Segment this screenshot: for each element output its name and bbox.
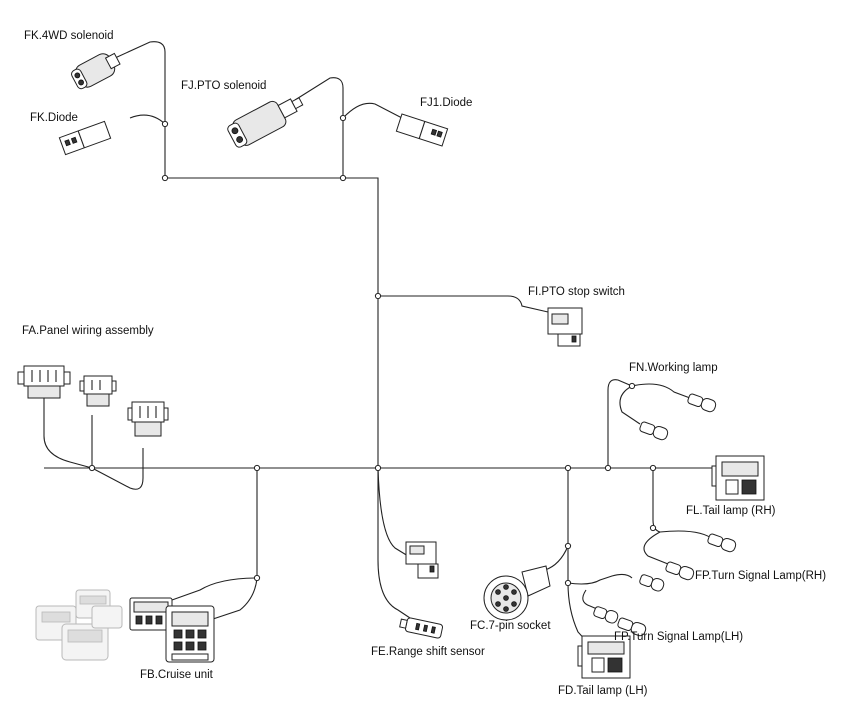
label-fn-working-lamp: FN.Working lamp	[629, 362, 718, 374]
junction-node	[161, 120, 169, 128]
fp-turn-signal-rh-bullet-2	[665, 561, 695, 581]
fb-cruise-unit-ghost	[35, 589, 123, 661]
fn-working-lamp-bullet-1	[687, 393, 717, 413]
junction-node	[649, 524, 657, 532]
fk-diode-connector	[58, 120, 112, 156]
fe-range-shift-sensor-connector	[399, 617, 444, 639]
junction-node	[604, 464, 612, 472]
label-fl-tail-lamp-rh: FL.Tail lamp (RH)	[686, 505, 776, 517]
label-fj-pto-solenoid: FJ.PTO solenoid	[181, 80, 267, 92]
junction-node	[161, 174, 169, 182]
label-fc-7-pin-socket: FC.7-pin socket	[470, 620, 551, 632]
fd-tail-lamp-lh-connector	[577, 635, 631, 679]
fn-working-lamp-bullet-2	[639, 421, 669, 441]
label-fe-range-shift-sensor: FE.Range shift sensor	[371, 646, 485, 658]
junction-node	[564, 464, 572, 472]
fb-cruise-unit-connector-large	[165, 605, 215, 663]
junction-node	[374, 292, 382, 300]
fc-7-pin-socket	[483, 565, 551, 621]
junction-nodes	[88, 114, 657, 587]
fk-4wd-solenoid-connector	[71, 52, 121, 90]
fa-panel-connector-1	[17, 365, 71, 399]
fl-tail-lamp-rh-connector	[711, 455, 765, 501]
junction-node	[253, 574, 261, 582]
label-fp-turn-signal-lh: FP.Turn Signal Lamp(LH)	[614, 631, 744, 643]
junction-node	[564, 542, 572, 550]
fa-panel-connector-3	[127, 401, 169, 437]
fi-pto-stop-switch-connector	[547, 307, 583, 347]
junction-node	[649, 464, 657, 472]
fp-turn-signal-rh-bullet-3	[639, 574, 665, 592]
label-fa-panel-wiring-assembly: FA.Panel wiring assembly	[22, 325, 154, 337]
label-fd-tail-lamp-lh: FD.Tail lamp (LH)	[558, 685, 648, 697]
junction-node	[339, 174, 347, 182]
label-fi-pto-stop-switch: FI.PTO stop switch	[528, 286, 625, 298]
harness-wires	[43, 41, 753, 646]
label-fk-4wd-solenoid: FK.4WD solenoid	[24, 30, 114, 42]
fp-turn-signal-lh-bullet-1	[617, 617, 647, 637]
junction-node	[253, 464, 261, 472]
junction-node	[88, 464, 96, 472]
fj-pto-solenoid-connector	[227, 97, 304, 148]
fj1-diode-connector	[395, 113, 449, 147]
junction-node	[374, 464, 382, 472]
junction-node	[564, 579, 572, 587]
label-fb-cruise-unit: FB.Cruise unit	[140, 669, 213, 681]
junction-node	[339, 114, 347, 122]
fa-panel-connector-2	[79, 375, 117, 407]
label-fk-diode: FK.Diode	[30, 112, 78, 124]
label-fp-turn-signal-rh: FP.Turn Signal Lamp(RH)	[695, 570, 827, 582]
fp-turn-signal-rh-bullet-1	[707, 533, 737, 553]
fe-range-shift-upper-connector	[405, 541, 439, 579]
label-fj1-diode: FJ1.Diode	[420, 97, 473, 109]
fp-turn-signal-lh-bullet-2	[593, 606, 619, 624]
junction-node	[628, 382, 636, 390]
